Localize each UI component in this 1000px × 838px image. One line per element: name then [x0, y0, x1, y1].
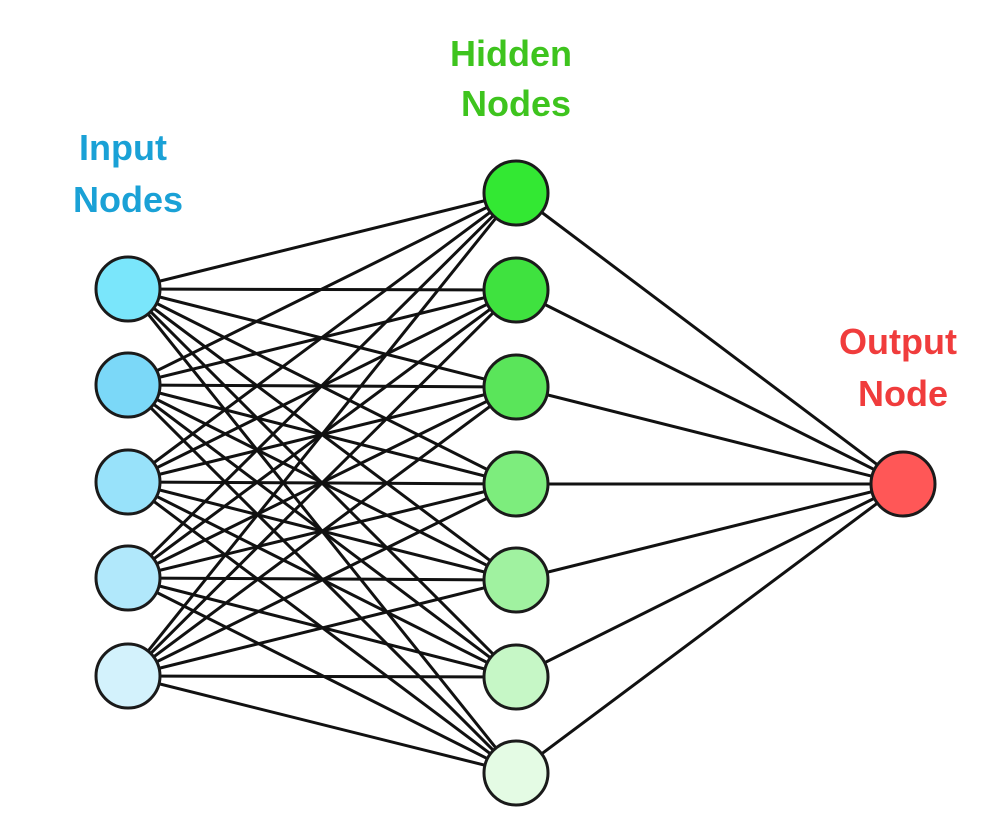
input-label-line1: Input [79, 127, 167, 168]
edge-input-5-to-hidden-5 [127, 578, 517, 678]
edge-input-5-to-hidden-6 [127, 674, 517, 679]
input-node-4 [94, 544, 162, 612]
input-node-5 [94, 642, 162, 710]
edge-hidden-3-to-output-1 [515, 385, 904, 486]
output-label-line2: Node [858, 373, 948, 414]
hidden-label-line2: Nodes [461, 83, 571, 124]
hidden-nodes-label: Hidden Nodes [450, 33, 582, 124]
edge-input-5-to-hidden-4 [127, 482, 517, 678]
edge-input-1-to-hidden-1 [127, 191, 517, 291]
output-node-1 [869, 450, 937, 518]
edge-hidden-7-to-output-1 [515, 482, 904, 775]
edge-hidden-6-to-output-1 [515, 482, 904, 679]
edge-input-2-to-hidden-1 [127, 191, 517, 387]
edge-input-5-to-hidden-3 [127, 385, 517, 678]
hidden-node-4 [482, 450, 550, 518]
edge-hidden-5-to-output-1 [515, 482, 904, 582]
hidden-label-line1: Hidden [450, 33, 572, 74]
network-nodes [94, 159, 937, 807]
edge-input-5-to-hidden-2 [126, 288, 518, 678]
hidden-node-2 [482, 256, 550, 324]
edge-input-4-to-hidden-1 [126, 191, 518, 580]
edge-input-5-to-hidden-1 [126, 192, 518, 677]
input-nodes-label: Input Nodes [73, 127, 183, 220]
hidden-node-7 [482, 739, 550, 807]
input-node-1 [94, 255, 162, 323]
input-node-2 [94, 351, 162, 419]
hidden-node-6 [482, 643, 550, 711]
output-node-label: Output Node [839, 321, 967, 414]
output-label-line1: Output [839, 321, 957, 362]
hidden-node-3 [482, 353, 550, 421]
edge-hidden-2-to-output-1 [515, 288, 904, 486]
connection-edges [126, 191, 904, 775]
edge-hidden-1-to-output-1 [515, 191, 904, 486]
hidden-node-5 [482, 546, 550, 614]
input-node-3 [94, 448, 162, 516]
input-label-line2: Nodes [73, 179, 183, 220]
hidden-node-1 [482, 159, 550, 227]
edge-input-5-to-hidden-7 [127, 674, 517, 775]
edge-input-3-to-hidden-1 [127, 191, 517, 484]
